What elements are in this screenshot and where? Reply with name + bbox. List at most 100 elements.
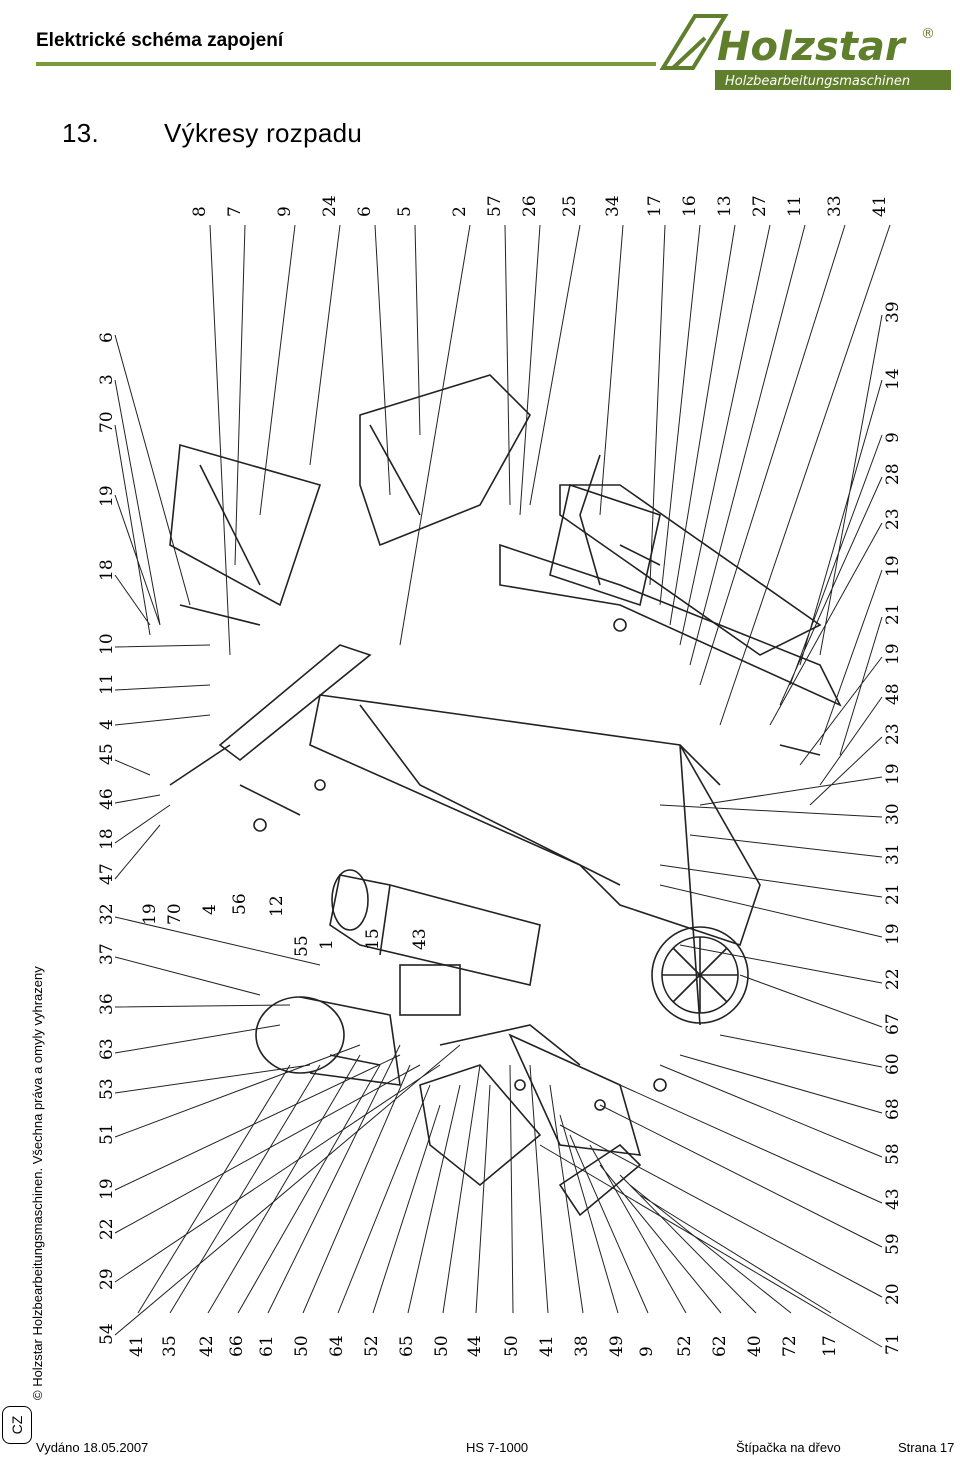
callout-label: 3 [97, 374, 117, 385]
callout-label: 23 [883, 723, 903, 745]
product-name: Štípačka na dřevo [736, 1440, 841, 1455]
callout-label: 67 [883, 1013, 903, 1035]
callout-label: 1 [317, 939, 337, 950]
callout-label: 27 [750, 195, 770, 217]
section-title: Výkresy rozpadu [164, 118, 363, 148]
leader-lines-left [114, 334, 461, 1336]
callout-label: 19 [140, 903, 160, 925]
country-badge: CZ [2, 1406, 32, 1444]
callout-left-column: 6 3 70 19 18 10 11 4 45 46 18 47 32 37 3… [97, 332, 117, 1345]
callout-label: 61 [257, 1335, 277, 1357]
model-number: HS 7-1000 [466, 1440, 529, 1455]
callout-label: 31 [883, 843, 903, 865]
callout-label: 36 [97, 993, 117, 1015]
callout-label: 66 [227, 1335, 247, 1357]
callout-label: 28 [883, 463, 903, 485]
callout-label: 71 [883, 1333, 903, 1355]
callout-bottom-row: 41 35 42 66 61 50 64 52 65 50 44 50 41 3… [127, 1335, 840, 1357]
callout-label: 4 [97, 719, 117, 730]
leader-lines-bottom [137, 1044, 832, 1314]
callout-label: 4 [200, 904, 220, 915]
callout-label: 18 [97, 828, 117, 850]
callout-label: 2 [450, 206, 470, 217]
document-title: Elektrické schéma zapojení [36, 30, 284, 51]
callout-label: 44 [465, 1335, 485, 1357]
callout-label: 29 [97, 1268, 117, 1290]
callout-label: 19 [883, 923, 903, 945]
callout-label: 62 [710, 1335, 730, 1357]
callout-label: 38 [572, 1335, 592, 1357]
callout-label: 57 [485, 195, 505, 217]
section-number: 13. [62, 118, 100, 148]
callout-label: 23 [883, 508, 903, 530]
callout-label: 21 [883, 883, 903, 905]
logo-subtitle: Holzbearbeitungsmaschinen [725, 74, 910, 89]
callout-label: 58 [883, 1143, 903, 1165]
callout-label: 50 [432, 1335, 452, 1357]
callout-label: 22 [883, 968, 903, 990]
callout-label: 55 [292, 935, 312, 957]
callout-label: 18 [97, 559, 117, 581]
callout-label: 70 [165, 903, 185, 925]
callout-label: 12 [267, 895, 287, 917]
callout-label: 13 [715, 195, 735, 217]
callout-label: 59 [883, 1233, 903, 1255]
leader-lines-right [539, 314, 883, 1348]
callout-label: 51 [97, 1123, 117, 1145]
callout-label: 19 [883, 763, 903, 785]
callout-label: 24 [320, 195, 340, 217]
callout-label: 6 [355, 206, 375, 217]
callout-label: 17 [820, 1335, 840, 1357]
callout-label: 48 [883, 683, 903, 705]
callout-label: 33 [825, 195, 845, 217]
callout-label: 60 [883, 1053, 903, 1075]
page-number: Strana 17 [898, 1440, 955, 1455]
callout-label: 70 [97, 411, 117, 433]
callout-label: 19 [883, 643, 903, 665]
callout-label: 45 [97, 743, 117, 765]
callout-label: 19 [97, 485, 117, 507]
callout-label: 10 [97, 633, 117, 655]
callout-label: 41 [127, 1335, 147, 1357]
issue-date: Vydáno 18.05.2007 [36, 1440, 149, 1455]
callout-label: 25 [560, 195, 580, 217]
callout-label: 17 [645, 195, 665, 217]
callout-label: 40 [745, 1335, 765, 1357]
callout-label: 30 [883, 803, 903, 825]
callout-label: 35 [160, 1335, 180, 1357]
callout-label: 7 [225, 206, 245, 217]
registered-mark: ® [921, 26, 935, 42]
holzstar-logo: Holzstar ® Holzbearbeitungsmaschinen [659, 14, 951, 90]
callout-label: 41 [870, 195, 890, 217]
logo-text: Holzstar [717, 24, 907, 70]
callout-label: 19 [97, 1178, 117, 1200]
callout-label: 42 [197, 1335, 217, 1357]
callout-label: 52 [675, 1335, 695, 1357]
callout-label: 11 [97, 673, 117, 695]
callout-label: 22 [97, 1218, 117, 1240]
callout-label: 6 [97, 332, 117, 343]
callout-label: 68 [883, 1098, 903, 1120]
callout-label: 37 [97, 943, 117, 965]
callout-label: 14 [883, 368, 903, 390]
callout-label: 11 [785, 195, 805, 217]
callout-label: 43 [883, 1188, 903, 1210]
callout-label: 26 [520, 195, 540, 217]
callout-label: 9 [883, 432, 903, 443]
parts-drawing [169, 374, 842, 1217]
callout-inner-left: 19 70 4 56 12 55 1 15 43 [140, 893, 430, 957]
callout-label: 9 [637, 1346, 657, 1357]
leader-lines-top [209, 224, 891, 726]
callout-label: 16 [680, 195, 700, 217]
callout-label: 21 [883, 603, 903, 625]
callout-label: 49 [607, 1335, 627, 1357]
callout-label: 50 [502, 1335, 522, 1357]
callout-label: 64 [327, 1335, 347, 1357]
callout-label: 19 [883, 555, 903, 577]
callout-label: 72 [780, 1335, 800, 1357]
callout-label: 15 [363, 928, 383, 950]
callout-label: 39 [883, 301, 903, 323]
callout-label: 53 [97, 1078, 117, 1100]
callout-label: 54 [97, 1323, 117, 1345]
callout-top-row: 8 7 9 24 6 5 2 57 26 25 34 17 16 13 27 1… [190, 195, 890, 217]
